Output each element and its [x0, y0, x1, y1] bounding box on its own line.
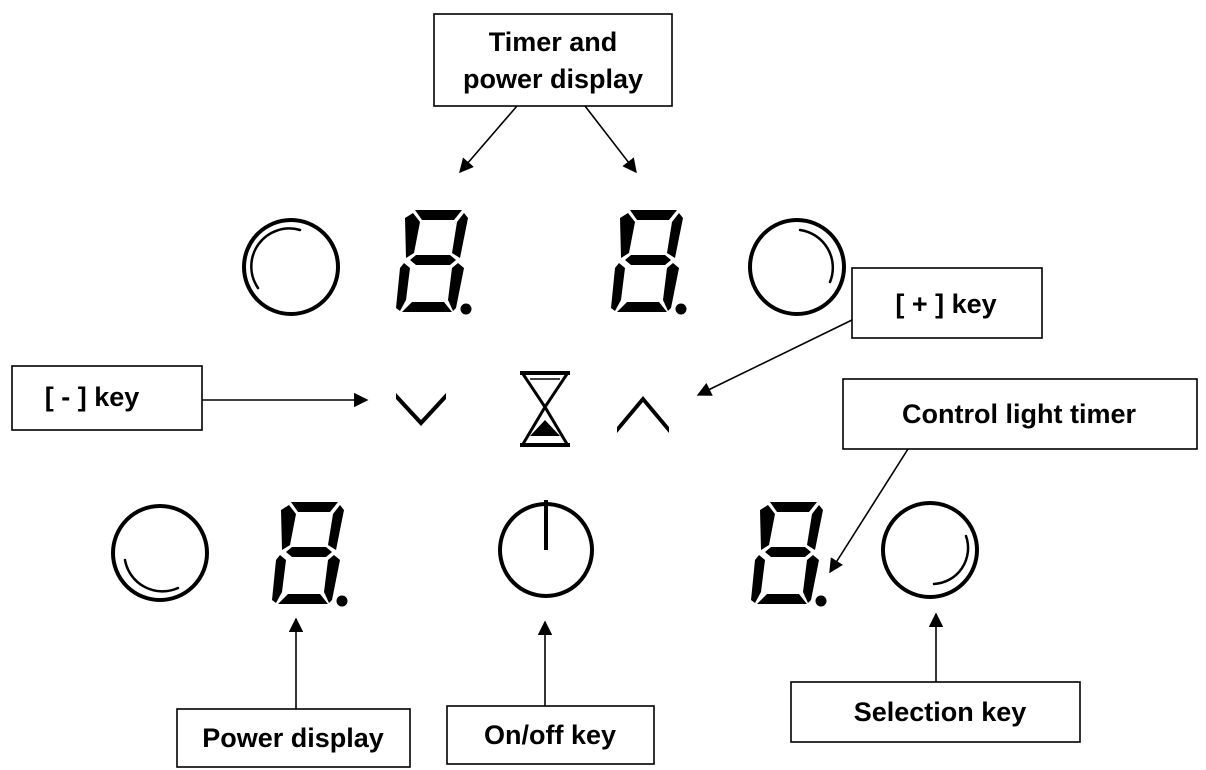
on-off-key-callout: On/off key — [446, 620, 655, 765]
selection-key-bottom-left[interactable] — [111, 504, 209, 602]
timer-power-display-callout: Timer and power display — [433, 13, 673, 174]
power-display-label: Power display — [202, 723, 384, 753]
timer-power-digit-right — [611, 210, 687, 315]
plus-key-label: [ + ] key — [895, 289, 996, 319]
power-display-callout: Power display — [176, 617, 411, 768]
selection-key-bottom-right[interactable] — [881, 501, 979, 599]
control-light-timer-label: Control light timer — [902, 399, 1136, 429]
chevron-down-icon[interactable] — [396, 393, 446, 426]
minus-key-callout: [ - ] key — [11, 365, 369, 431]
timer-power-digit-left — [396, 210, 472, 315]
on-off-key-label: On/off key — [484, 720, 616, 750]
control-light-timer-callout: Control light timer — [829, 378, 1198, 574]
minus-key-label: [ - ] key — [45, 382, 140, 412]
selection-key-label: Selection key — [854, 697, 1027, 727]
plus-key-callout: [ + ] key — [696, 267, 1043, 396]
power-display-digit — [272, 502, 348, 607]
power-icon[interactable] — [498, 500, 594, 598]
selection-key-top-right[interactable] — [748, 218, 846, 316]
timer-power-display-label-line2: power display — [463, 64, 643, 94]
timer-power-display-label-line1: Timer and — [489, 27, 618, 57]
selection-key-top-left[interactable] — [242, 218, 340, 316]
hourglass-icon[interactable] — [520, 371, 570, 447]
chevron-up-icon[interactable] — [617, 396, 669, 433]
selection-key-callout: Selection key — [790, 612, 1081, 743]
control-light-timer-digit — [751, 502, 827, 607]
